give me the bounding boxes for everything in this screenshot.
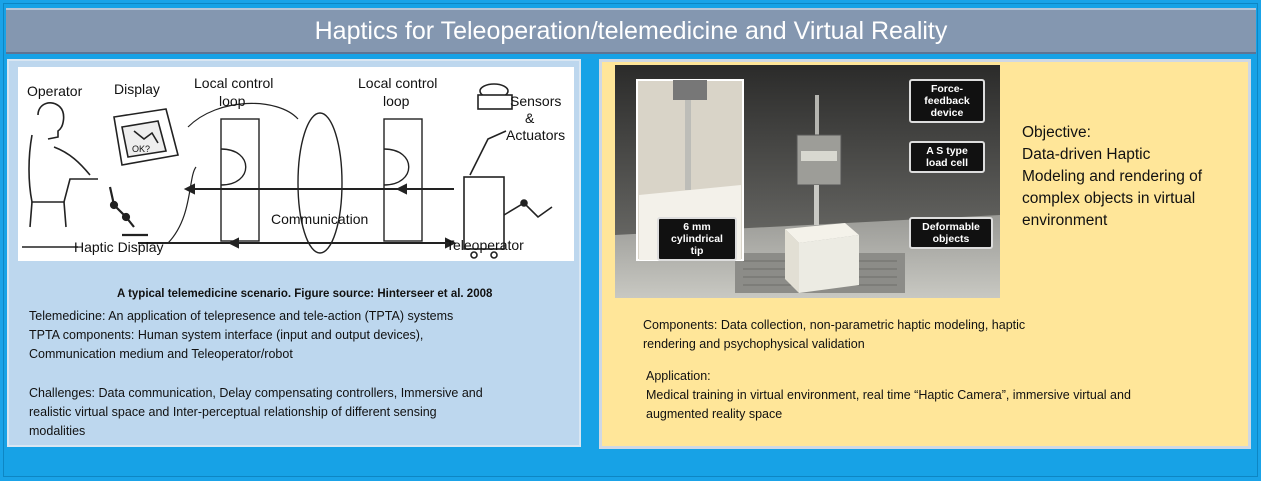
challenges-line-2: realistic virtual space and Inter-percep… bbox=[29, 405, 437, 419]
figure-caption: A typical telemedicine scenario. Figure … bbox=[117, 288, 493, 300]
label-communication: Communication bbox=[271, 211, 369, 227]
tag-load-line-2: load cell bbox=[925, 157, 968, 169]
right-panel: Force- feedback device A S type load cel… bbox=[599, 59, 1251, 449]
tag-tip-line-1: 6 mm bbox=[683, 221, 711, 233]
haptic-setup-photo: Force- feedback device A S type load cel… bbox=[615, 65, 1000, 298]
label-ok: OK? bbox=[132, 144, 151, 154]
objective-line-4: complex objects in virtual bbox=[1022, 190, 1196, 207]
label-local-loop-1b: loop bbox=[219, 93, 246, 109]
label-sensors: Sensors bbox=[510, 93, 562, 109]
label-amp: & bbox=[525, 110, 535, 126]
tpta-components-line-2: Communication medium and Teleoperator/ro… bbox=[29, 347, 293, 361]
tag-deform-line-1: Deformable bbox=[922, 221, 980, 233]
tpta-components-line: TPTA components: Human system interface … bbox=[29, 328, 424, 342]
tag-deformable-objects: Deformable objects bbox=[909, 217, 993, 249]
challenges-line-1: Challenges: Data communication, Delay co… bbox=[29, 386, 483, 400]
label-teleoperator: Teleoperator bbox=[446, 237, 524, 253]
objective-line-5: environment bbox=[1022, 212, 1108, 229]
left-panel: Operator Display Local control loop Loca… bbox=[7, 59, 581, 447]
label-operator: Operator bbox=[27, 83, 83, 99]
application-line-2: augmented reality space bbox=[646, 407, 783, 421]
tag-load-cell: A S type load cell bbox=[909, 141, 985, 173]
objective-line-1: Objective: bbox=[1022, 124, 1091, 141]
operator-figure bbox=[22, 102, 98, 248]
tag-deform-line-2: objects bbox=[932, 233, 970, 245]
challenges-line-3: modalities bbox=[29, 424, 86, 438]
objective-block: Objective: Data-driven Haptic Modeling a… bbox=[1022, 122, 1202, 232]
application-heading: Application: bbox=[646, 369, 711, 383]
tag-tip-line-2: cylindrical bbox=[671, 233, 723, 245]
label-haptic-display: Haptic Display bbox=[74, 239, 164, 255]
label-local-loop-1a: Local control bbox=[194, 75, 274, 91]
tag-force-feedback-device: Force- feedback device bbox=[909, 79, 985, 123]
tag-force-line-3: device bbox=[930, 107, 964, 119]
objective-line-2: Data-driven Haptic bbox=[1022, 146, 1151, 163]
diagram-drawing bbox=[22, 83, 553, 259]
application-line-1: Medical training in virtual environment,… bbox=[646, 388, 1131, 402]
label-local-loop-2b: loop bbox=[383, 93, 410, 109]
components-line-2: rendering and psychophysical validation bbox=[643, 337, 865, 351]
tag-force-line-2: feedback bbox=[924, 95, 970, 107]
tag-tip-line-3: tip bbox=[690, 245, 704, 257]
components-line-1: Components: Data collection, non-paramet… bbox=[643, 318, 1026, 332]
tag-cylindrical-tip: 6 mm cylindrical tip bbox=[657, 217, 737, 261]
label-actuators: Actuators bbox=[506, 127, 566, 143]
label-local-loop-2a: Local control bbox=[358, 75, 438, 91]
label-display: Display bbox=[114, 81, 160, 97]
objective-line-3: Modeling and rendering of bbox=[1022, 168, 1203, 185]
telemedicine-line: Telemedicine: An application of telepres… bbox=[29, 309, 454, 323]
tag-force-line-1: Force- bbox=[930, 83, 964, 95]
tag-load-line-1: A S type bbox=[926, 145, 968, 157]
telemedicine-diagram: Operator Display Local control loop Loca… bbox=[18, 67, 574, 261]
slide-title: Haptics for Teleoperation/telemedicine a… bbox=[6, 8, 1256, 54]
